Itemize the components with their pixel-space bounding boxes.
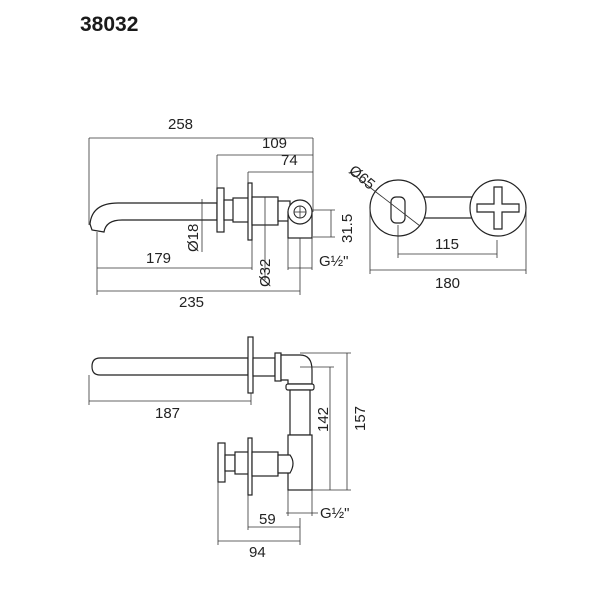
dimension-lines <box>88 352 351 545</box>
valve-cap <box>232 197 250 223</box>
elbow <box>280 354 313 385</box>
spout <box>89 202 218 233</box>
dim-rosette-diameter: Ø65 <box>345 162 378 193</box>
rosette <box>247 182 253 241</box>
cross-handle <box>476 186 520 230</box>
dim-74: 74 <box>281 152 298 169</box>
valve-body-top <box>251 451 279 477</box>
dim-59: 59 <box>259 511 276 528</box>
dim-115: 115 <box>435 236 459 253</box>
valve-cap-top <box>234 451 250 475</box>
model-number: 38032 <box>80 13 139 36</box>
handle-top <box>217 442 226 483</box>
dim-thread-top: G½" <box>320 505 350 522</box>
spout-top <box>91 357 249 376</box>
handle-stem <box>224 454 236 472</box>
valve-outlet <box>277 454 294 474</box>
top-view: 187 142 157 59 G½" 94 <box>88 336 369 561</box>
spout-connector <box>252 357 276 377</box>
connecting-bar <box>423 196 473 219</box>
dim-157: 157 <box>352 406 369 431</box>
spout-outlet <box>390 196 406 224</box>
dim-109: 109 <box>262 135 287 152</box>
dim-235: 235 <box>179 294 204 311</box>
dim-94: 94 <box>249 544 266 561</box>
handle-flange <box>216 187 225 233</box>
dim-179: 179 <box>146 250 171 267</box>
dim-180: 180 <box>435 275 460 292</box>
spout-rosette-top <box>247 336 254 394</box>
dim-body-diameter: Ø32 <box>257 259 274 287</box>
dim-31-5: 31.5 <box>339 214 356 243</box>
dim-thread: G½" <box>319 253 349 270</box>
dim-187: 187 <box>155 405 180 422</box>
elbow-collar <box>285 383 315 391</box>
dim-spout-diameter: Ø18 <box>185 224 202 252</box>
valve-rosette-top <box>247 437 253 496</box>
front-view: 258 109 74 Ø18 179 Ø32 235 31.5 G½" <box>88 116 356 311</box>
dim-142: 142 <box>315 407 332 432</box>
riser-pipe <box>289 389 311 436</box>
dim-258: 258 <box>168 116 193 133</box>
dimension-lines <box>88 137 335 295</box>
nut <box>274 352 282 382</box>
dimension-lines <box>349 171 527 274</box>
side-view: Ø65 115 180 <box>345 162 527 292</box>
